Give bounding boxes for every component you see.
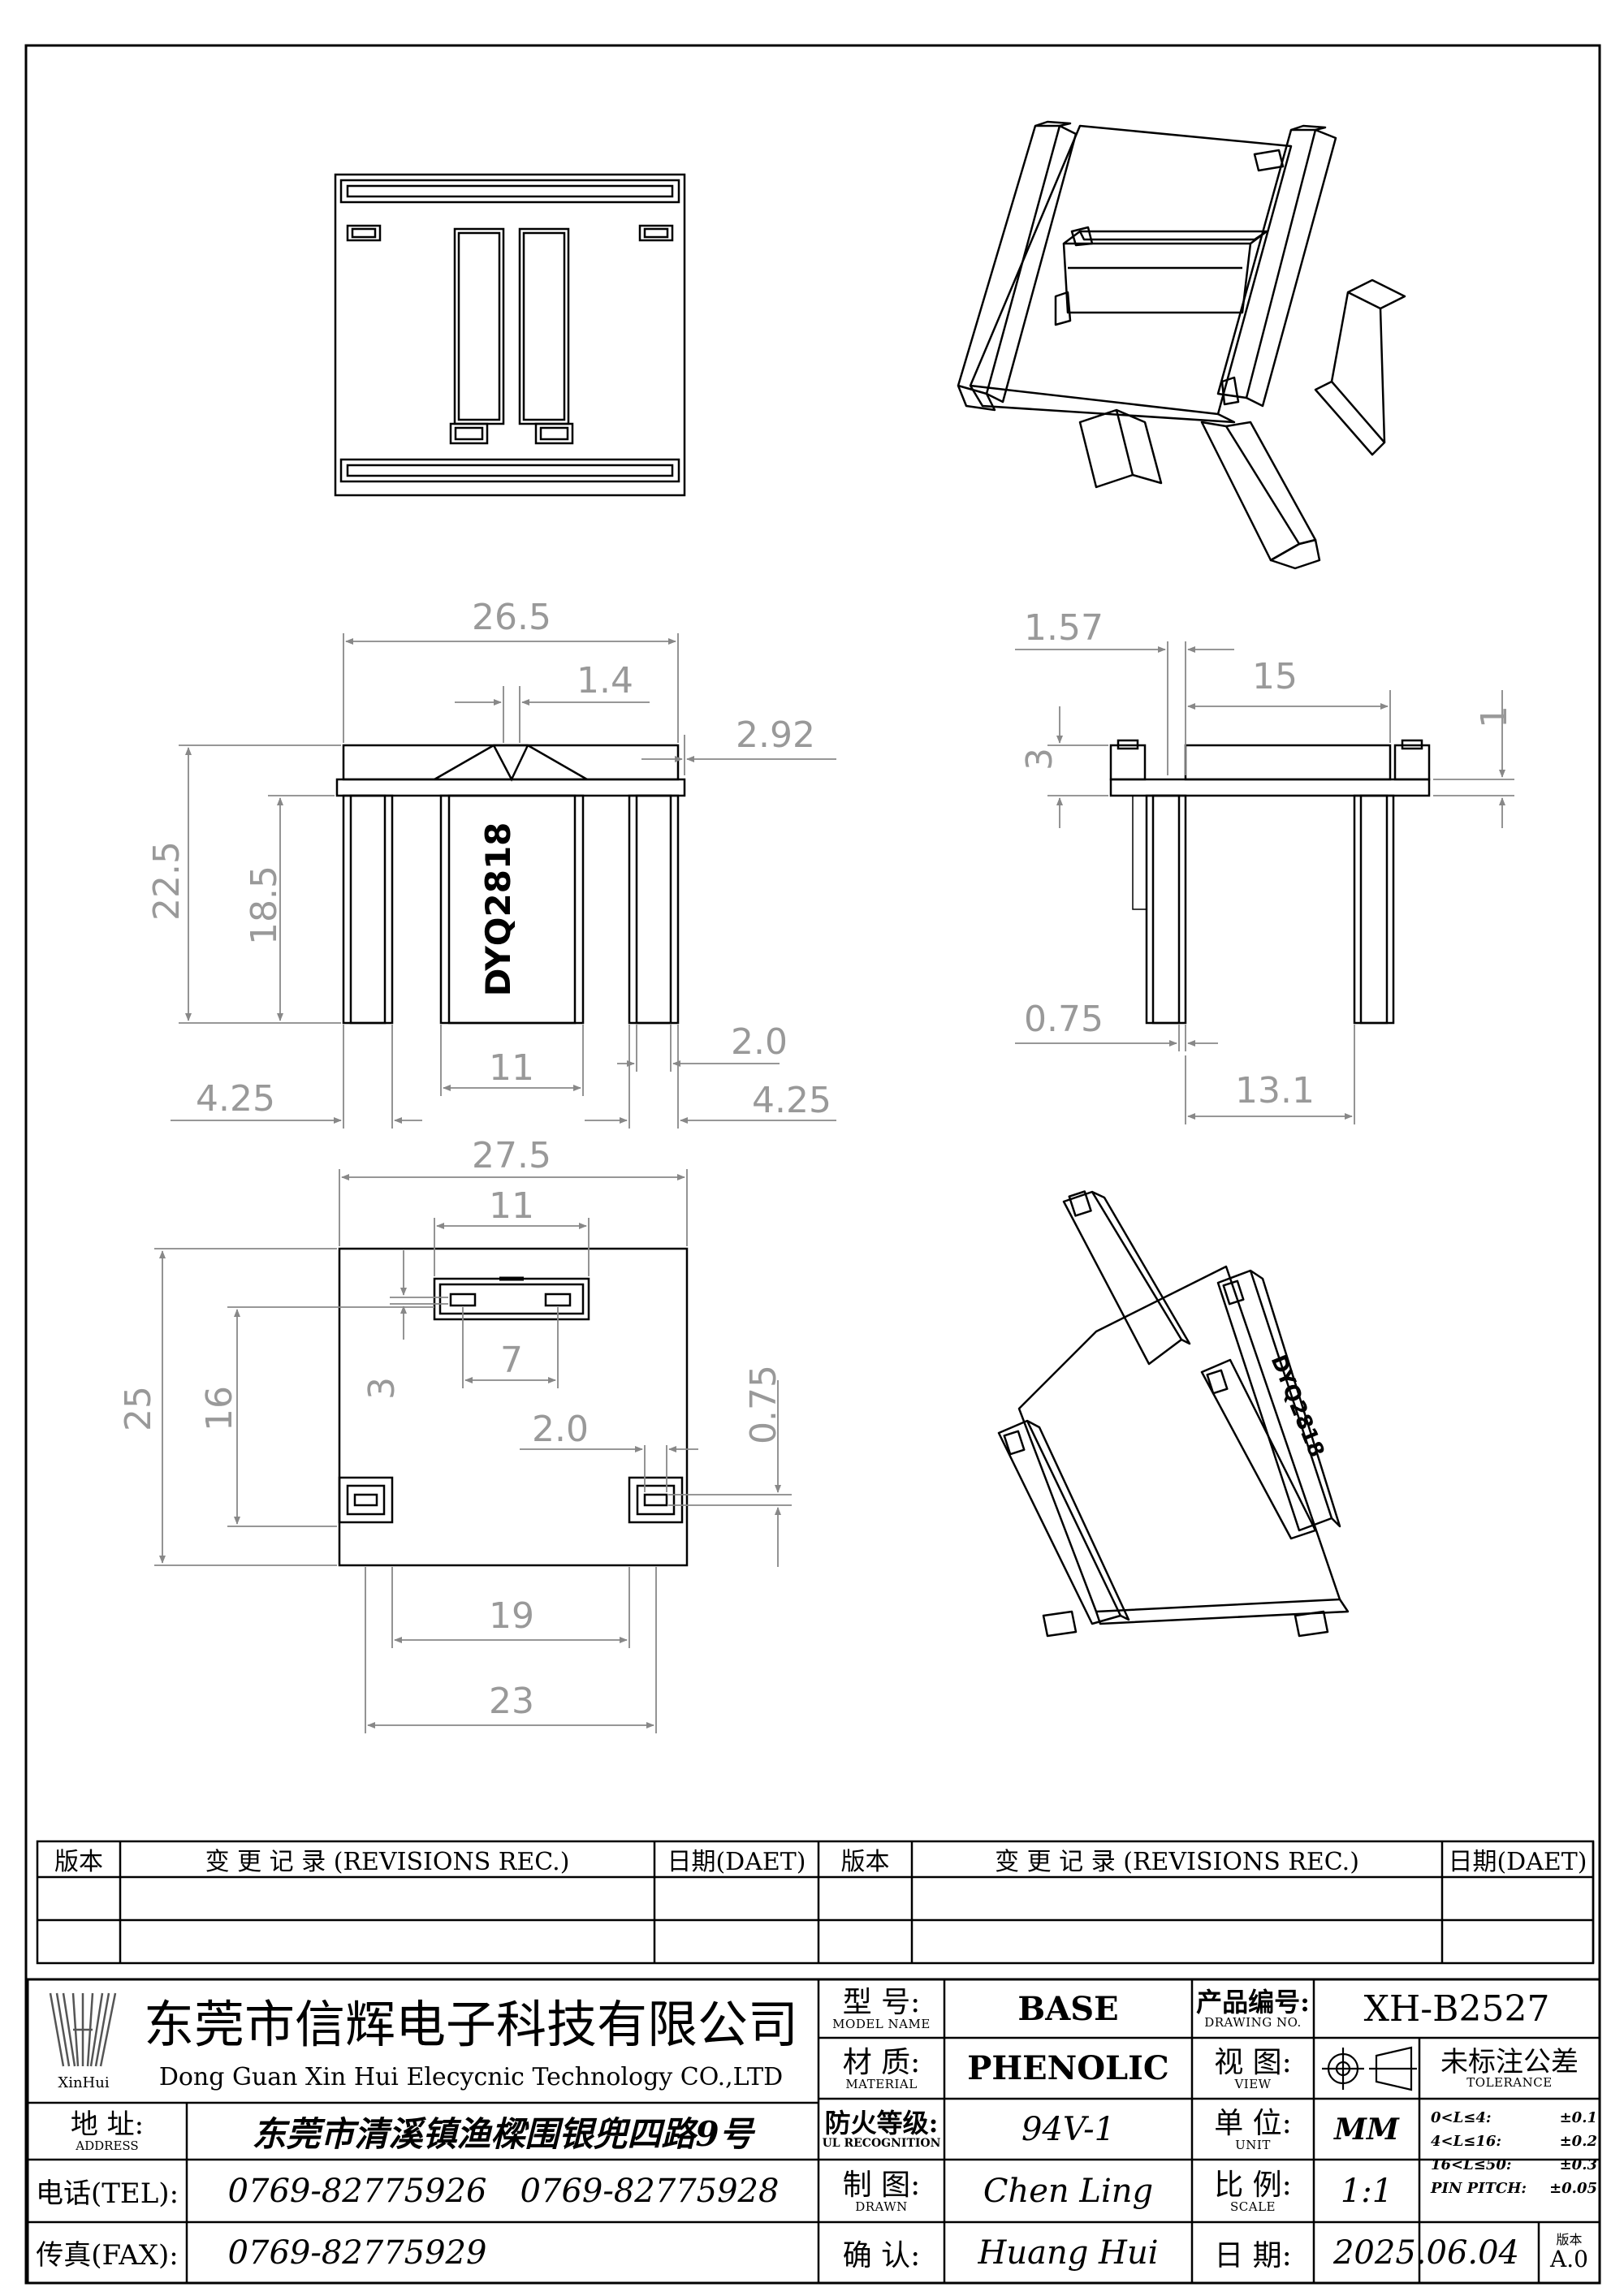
page-border <box>24 44 1601 2285</box>
side-view <box>1109 739 1431 1025</box>
top-view <box>334 173 686 497</box>
front-view <box>335 744 686 1025</box>
side-dims <box>1015 641 1514 1124</box>
company-logo-icon <box>49 1992 117 2067</box>
iso-view-top <box>957 120 1406 570</box>
bottom-dims <box>154 1169 792 1733</box>
front-dims <box>171 633 836 1129</box>
part-marking-iso: DYQ2818 <box>1266 1352 1329 1461</box>
bottom-view <box>338 1247 689 1567</box>
title-block-lines <box>26 1840 1601 2285</box>
iso-view-bottom <box>997 1190 1350 1638</box>
part-marking-front: DYQ2818 <box>478 822 518 997</box>
projection-symbol-icon <box>1322 2046 1417 2091</box>
